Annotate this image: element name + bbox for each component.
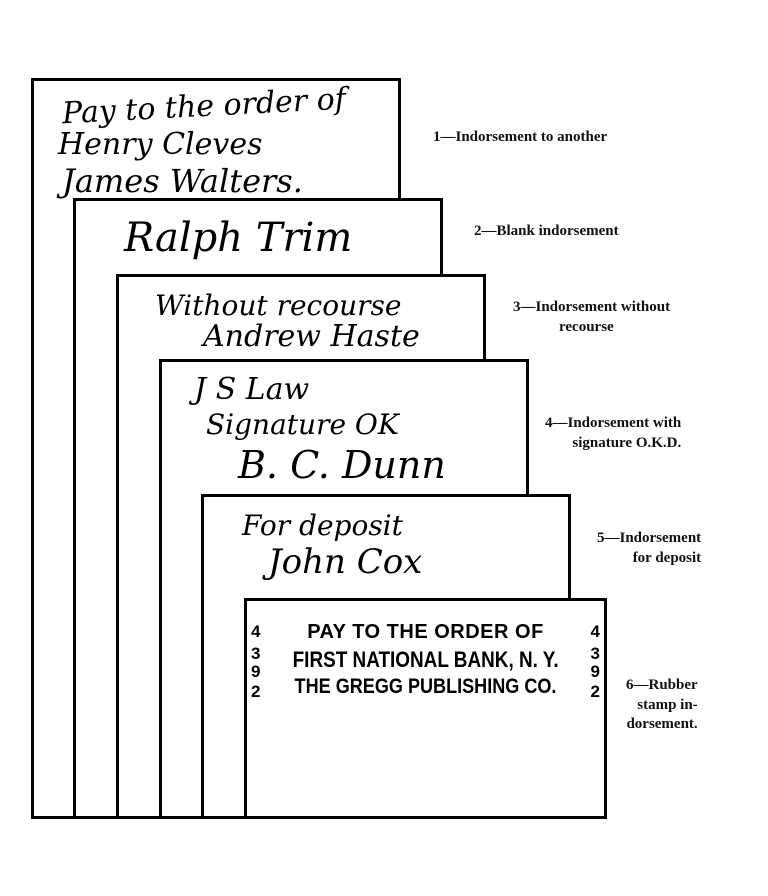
caption-2-line-1: 2—Blank indorsement (474, 223, 619, 239)
card-4-line-2: Signature OK (206, 408, 399, 441)
caption-1: 1—Indorsement to another (433, 128, 607, 148)
card-1-line-3: James Walters. (62, 162, 303, 200)
caption-1-line-1: 1—Indorsement to another (433, 129, 608, 145)
stamp-number-left-3: 9 (251, 662, 261, 681)
stamp-number-right-1: 4 (590, 622, 600, 641)
caption-3-line-2: recourse (559, 318, 614, 335)
stamp-number-right-3: 9 (590, 662, 600, 681)
stamp-number-right-2: 3 (590, 644, 600, 663)
stamp-line-2: FIRST NATIONAL BANK, N. Y. (292, 647, 559, 672)
caption-4: 4—Indorsement with signature O.K.D. (545, 414, 681, 453)
caption-3: 3—Indorsement without recourse (513, 298, 670, 337)
stamp-line-1: PAY TO THE ORDER OF (307, 621, 544, 643)
card-1-line-1: Pay to the order of (61, 81, 347, 132)
caption-4-line-2: signature O.K.D. (572, 434, 682, 451)
caption-5-line-1: 5—Indorsement (597, 530, 702, 546)
stamp-number-left-1: 4 (251, 622, 261, 641)
card-1-line-2: Henry Cleves (58, 127, 263, 162)
card-4-line-1: J S Law (194, 372, 310, 407)
indorsement-card-6-stamp: 4 3 9 2 4 3 9 2 PAY TO THE ORDER OF FIRS… (244, 598, 607, 819)
caption-3-line-1: 3—Indorsement without (513, 299, 671, 315)
caption-6-line-1: 6—Rubber (626, 677, 698, 693)
caption-6: 6—Rubber stamp in- dorsement. (626, 676, 698, 735)
caption-5-line-2: for deposit (632, 549, 702, 566)
card-5-line-2: John Cox (268, 542, 423, 582)
caption-6-line-2: stamp in- (637, 696, 698, 713)
caption-5: 5—Indorsement for deposit (597, 529, 701, 568)
stamp-number-left-4: 2 (251, 682, 261, 701)
caption-2: 2—Blank indorsement (474, 222, 619, 242)
caption-4-line-1: 4—Indorsement with (545, 415, 682, 431)
caption-6-line-3: dorsement. (626, 716, 698, 732)
card-2-line-1: Ralph Trim (124, 215, 353, 261)
stamp-number-left-2: 3 (251, 644, 261, 663)
card-4-line-3: B. C. Dunn (238, 443, 446, 487)
card-3-line-2: Andrew Haste (203, 319, 420, 354)
stamp-number-right-4: 2 (590, 682, 600, 701)
card-3-line-1: Without recourse (155, 289, 402, 322)
stamp-line-3: THE GREGG PUBLISHING CO. (294, 675, 557, 698)
card-5-line-1: For deposit (242, 509, 403, 542)
